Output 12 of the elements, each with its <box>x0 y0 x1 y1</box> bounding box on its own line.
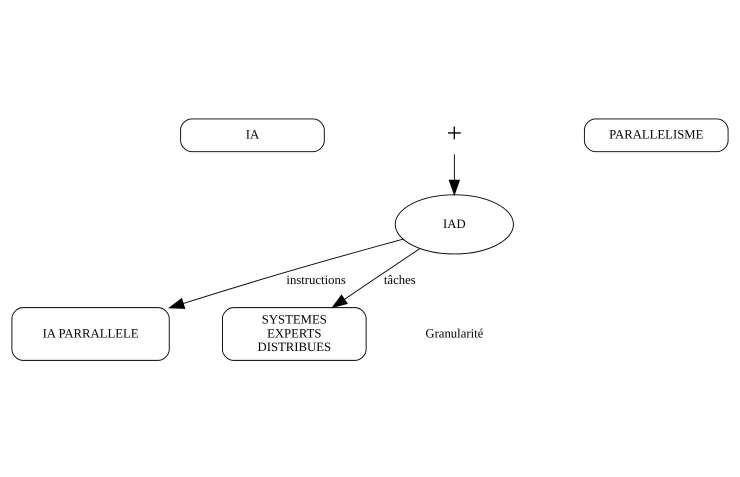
node-ellipse: IAD <box>394 194 514 254</box>
node-box: IA PARRALLELE <box>11 307 170 361</box>
edge-label: tâches <box>384 273 416 288</box>
node-box: IA <box>180 118 325 152</box>
node-box: SYSTEMES EXPERTS DISTRIBUES <box>222 307 367 361</box>
arrow <box>448 154 460 196</box>
arrow <box>331 248 420 308</box>
label: Granularité <box>425 326 484 340</box>
node-box: PARALLELISME <box>584 118 729 152</box>
arrow <box>168 238 404 309</box>
edge-label: instructions <box>286 273 346 288</box>
node-text: + <box>446 118 462 148</box>
